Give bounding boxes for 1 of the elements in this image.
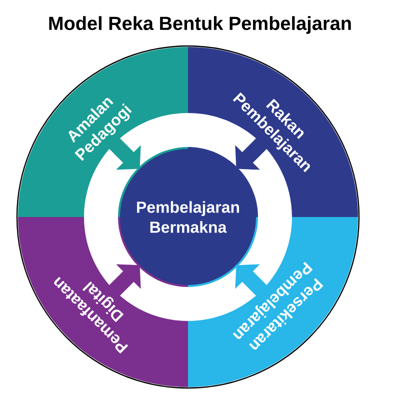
title: Model Reka Bentuk Pembelajaran [49, 16, 351, 34]
